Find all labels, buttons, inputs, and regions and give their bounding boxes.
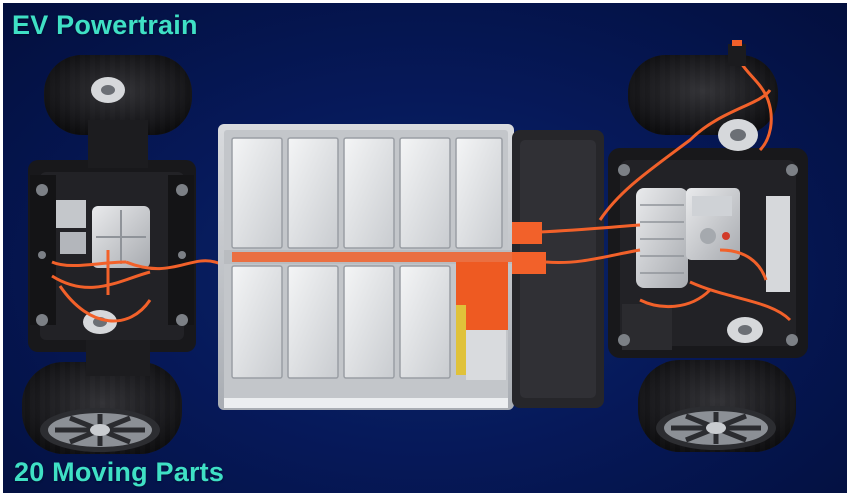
rear-wheel-bottom bbox=[638, 360, 796, 452]
battery-pack bbox=[218, 124, 514, 410]
rear-drive-unit bbox=[636, 188, 740, 288]
rear-connector bbox=[728, 40, 746, 66]
rear-wheel-top bbox=[628, 55, 778, 135]
title-caption: EV Powertrain bbox=[12, 10, 198, 40]
front-motor-unit bbox=[56, 200, 150, 268]
junction-tunnel bbox=[512, 130, 604, 408]
front-wheel-bottom bbox=[22, 362, 182, 454]
battery-modules bbox=[231, 137, 503, 379]
battery-harness bbox=[232, 252, 514, 380]
subtitle-caption: 20 Moving Parts bbox=[14, 457, 225, 487]
